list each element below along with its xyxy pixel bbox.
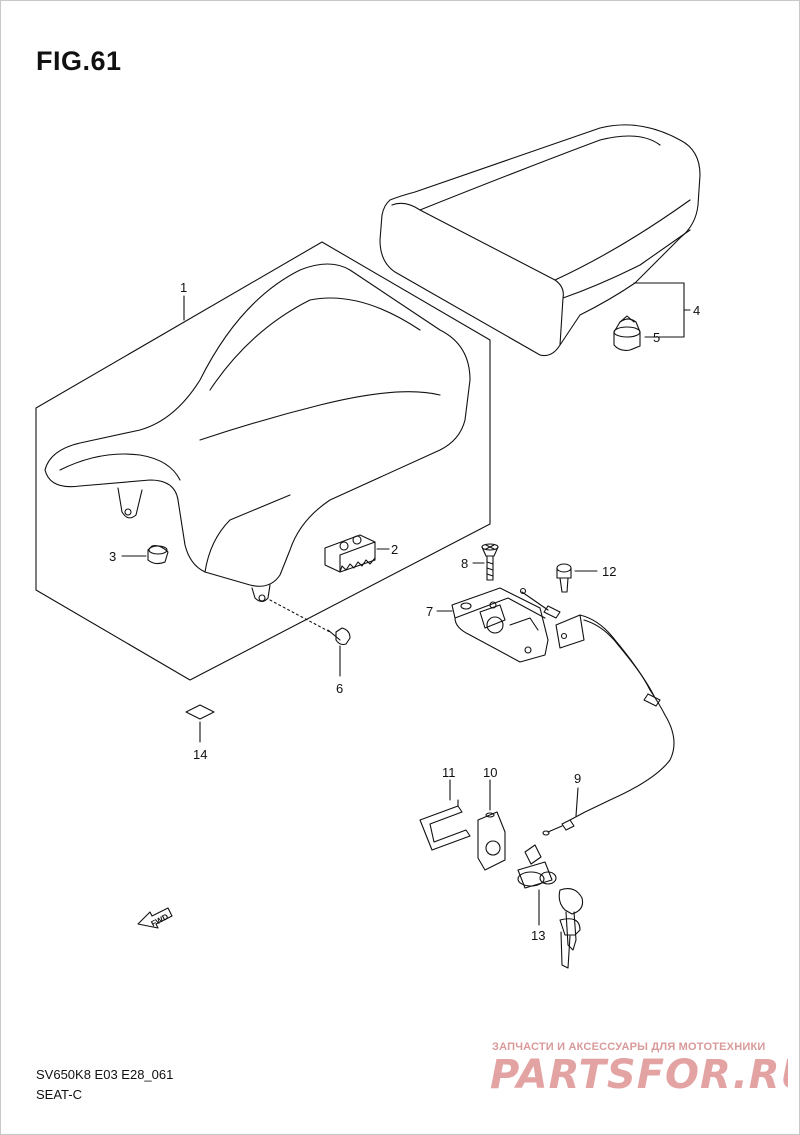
rear-seat-cushion-part-5	[613, 315, 641, 351]
watermark-logo-text: PARTSFOR.RU	[490, 1052, 788, 1098]
callout-4: 4	[693, 303, 700, 318]
callout-11: 11	[442, 765, 456, 780]
seat-lock-part-7	[451, 587, 549, 663]
callout-8: 8	[461, 556, 468, 571]
figure-title: FIG.61	[36, 46, 122, 76]
watermark-logo: PARTSFOR.RU	[490, 1052, 788, 1098]
forward-direction-arrow	[137, 907, 173, 929]
callout-10: 10	[483, 765, 497, 780]
callout-14: 14	[193, 747, 207, 762]
label-part-14	[185, 704, 215, 720]
callout-5: 5	[653, 330, 660, 345]
callout-7: 7	[426, 604, 433, 619]
callout-2: 2	[391, 542, 398, 557]
rear-seat-part-4	[379, 124, 701, 357]
key-lock-part-13	[517, 844, 584, 969]
bracket-part-10	[477, 811, 506, 871]
clip-part-11	[419, 799, 471, 851]
callout-3: 3	[109, 549, 116, 564]
front-seat-part-1	[44, 263, 471, 603]
callout-6: 6	[336, 681, 343, 696]
bracket-part-2	[324, 534, 376, 573]
callout-9: 9	[574, 771, 581, 786]
model-code: SV650K8 E03 E28_061	[36, 1067, 174, 1082]
cable-end-upper	[521, 591, 549, 611]
screw-part-8	[481, 543, 499, 581]
damper-part-3	[147, 545, 169, 565]
callout-13: 13	[531, 928, 545, 943]
bolt-part-6	[269, 599, 351, 646]
callout-1: 1	[180, 280, 187, 295]
bolt-part-12	[556, 563, 572, 593]
seat-lock-cable-part-9	[542, 614, 675, 836]
callout-12: 12	[602, 564, 616, 579]
section-name: SEAT-C	[36, 1087, 82, 1102]
front-seat-group-box	[35, 241, 491, 681]
watermark-tagline: ЗАПЧАСТИ И АКСЕССУАРЫ ДЛЯ МОТОТЕХНИКИ	[492, 1041, 766, 1053]
